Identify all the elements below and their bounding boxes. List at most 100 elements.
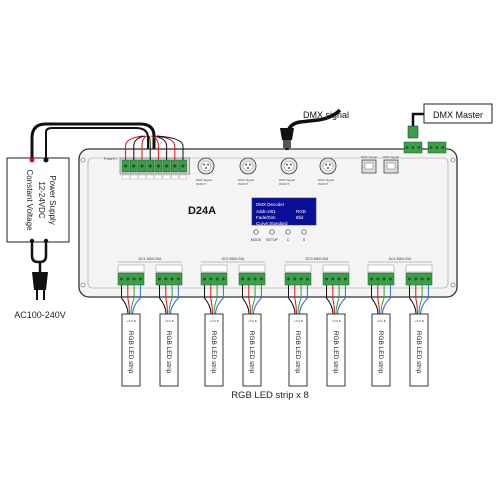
xlr-pin-icon <box>288 167 290 169</box>
mains-label: AC100-240V <box>14 310 66 320</box>
dmx-terminal-blocks <box>403 141 447 154</box>
led-strip-label: RGB LED strip <box>127 331 134 374</box>
power-wire <box>125 135 144 160</box>
led-strip <box>326 313 346 387</box>
screw-icon <box>138 277 142 281</box>
psu-input-terminal-2 <box>43 238 49 244</box>
led-strip <box>371 313 391 387</box>
led-strip-label: RGB LED strip <box>210 331 217 374</box>
xlr-port-label: DMX Signal <box>318 178 334 182</box>
strip-wire <box>409 285 417 315</box>
strip-wire <box>130 285 135 315</box>
strip-wire <box>248 285 251 315</box>
control-button-label: S <box>303 238 306 242</box>
screw-icon <box>435 146 439 149</box>
led-strip-label: RGB LED strip <box>415 331 422 374</box>
screw-icon <box>382 277 386 281</box>
strip-wire <box>168 285 173 315</box>
power-supply-line2: 12-24VDC <box>37 181 46 219</box>
xlr-pin-icon <box>329 163 331 166</box>
output-terminal-label-strip <box>238 264 266 273</box>
strip-wire <box>299 285 308 315</box>
screw-icon <box>148 164 152 168</box>
xlr-pin-icon <box>249 163 251 166</box>
screw-icon <box>293 277 297 281</box>
led-strip <box>204 313 224 387</box>
terminal-label <box>179 174 187 180</box>
strip-wire <box>337 285 346 315</box>
display-row1-right: RGB <box>296 209 306 214</box>
strip-wire <box>159 285 167 315</box>
strip-wire <box>170 285 179 315</box>
display-row3: Curve:Standard <box>256 221 288 226</box>
terminal-label <box>138 174 146 180</box>
strip-wire <box>127 285 130 315</box>
dmx-master-box: DMX Master <box>407 103 493 139</box>
xlr-pin-icon <box>286 163 288 166</box>
led-strip-pin-label: + R G B <box>247 319 257 323</box>
control-button-mode[interactable] <box>253 229 259 235</box>
led-strip <box>242 313 262 387</box>
mains-plug <box>30 243 48 300</box>
output-screw-terminal <box>284 272 312 286</box>
xlr-pin-icon <box>207 163 209 166</box>
control-button-s[interactable] <box>301 229 307 235</box>
oled-display: DMX Decoder Addr=001 RGB Fade/Dim 8bit C… <box>251 197 317 226</box>
strip-wire <box>332 285 335 315</box>
output-terminal-label-strip <box>284 264 312 273</box>
psu-input-terminal-1 <box>29 238 35 244</box>
strip-caption: RGB LED strip x 8 <box>231 390 309 401</box>
mount-hole-left-bottom <box>80 282 86 288</box>
output-screw-terminal <box>200 272 228 286</box>
xlr-port-label: DMX Signal <box>279 178 295 182</box>
power-wire <box>150 135 159 160</box>
screw-icon <box>388 277 392 281</box>
screw-icon <box>209 277 213 281</box>
screw-icon <box>165 164 169 168</box>
xlr-pin-icon <box>203 163 205 166</box>
led-strip <box>288 313 308 387</box>
strip-wire <box>210 285 213 315</box>
xlr-port-sublabel: IN/OUT <box>279 182 289 186</box>
led-strip <box>159 313 179 387</box>
xlr-port-label: DMX Signal <box>238 178 254 182</box>
screw-icon <box>181 164 185 168</box>
screw-icon <box>441 146 445 149</box>
xlr-port-sublabel: IN/OUT <box>238 182 248 186</box>
dc-power-wires <box>30 122 156 158</box>
screw-icon <box>241 277 244 281</box>
strip-wire <box>415 285 418 315</box>
dmx-signal-connector <box>280 108 342 150</box>
power-terminal-block <box>119 135 190 180</box>
screw-icon <box>170 277 174 281</box>
led-strip-pin-label: + R G B <box>331 319 341 323</box>
screw-icon <box>176 277 180 281</box>
output-terminal-label-strip <box>405 264 433 273</box>
screw-icon <box>376 277 380 281</box>
control-button-label: C <box>287 238 290 242</box>
output-screw-terminal <box>238 272 266 286</box>
screw-icon <box>414 277 418 281</box>
led-strip-pin-label: + R G B <box>414 319 424 323</box>
led-strip-label: RGB LED strip <box>294 331 301 374</box>
screw-icon <box>331 277 335 281</box>
screw-icon <box>156 164 160 168</box>
screw-icon <box>221 277 225 281</box>
control-button-c[interactable] <box>285 229 291 235</box>
screw-icon <box>215 277 219 281</box>
terminal-label <box>130 174 138 180</box>
power-wire <box>148 135 151 160</box>
strip-wire <box>204 285 212 315</box>
psu-negative-terminal <box>43 157 49 163</box>
power-supply: Power Supply 12-24VDC Constant Voltage <box>6 157 70 244</box>
xlr-port-label: DMX Signal <box>196 178 212 182</box>
strip-wire <box>213 285 218 315</box>
control-button-setup[interactable] <box>269 229 275 235</box>
strip-wire <box>288 285 296 315</box>
screw-icon <box>287 277 290 281</box>
screw-icon <box>158 277 161 281</box>
led-strip-label: RGB LED strip <box>248 331 255 374</box>
